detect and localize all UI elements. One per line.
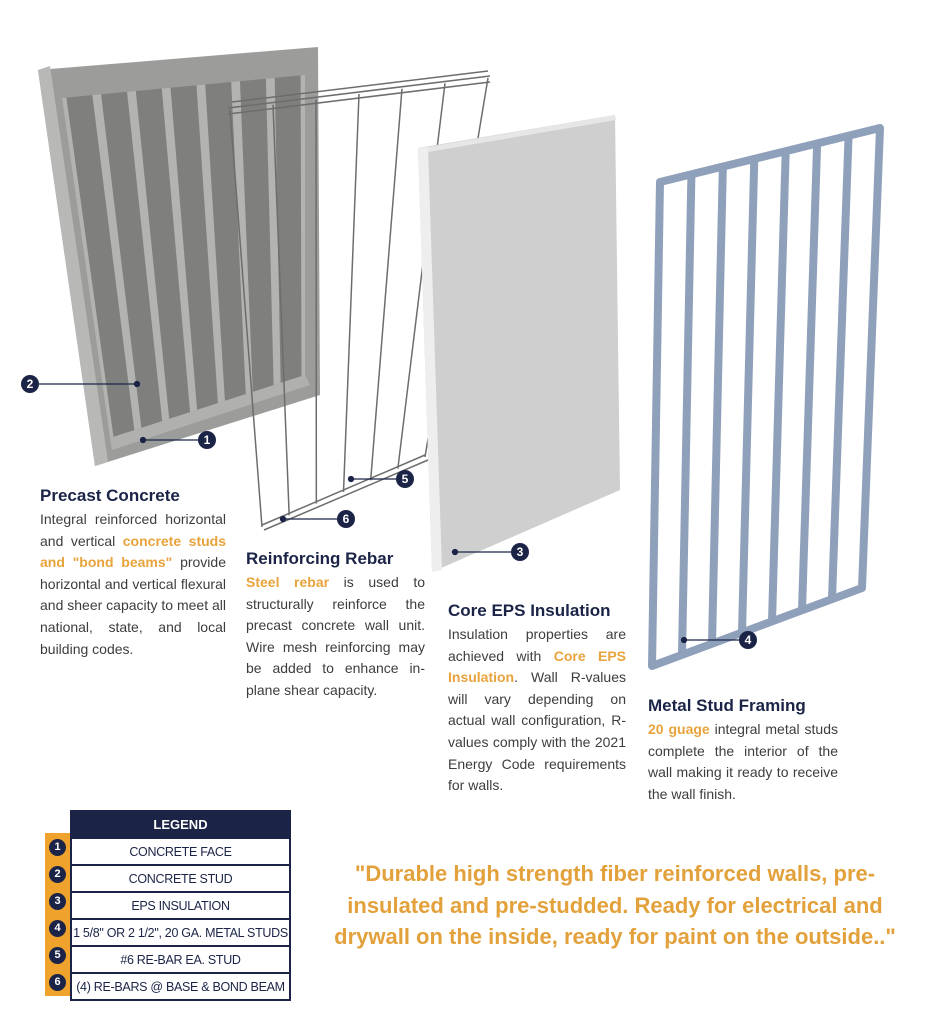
legend-number-strip <box>45 833 70 996</box>
legend-number: 2 <box>49 866 66 883</box>
rebar-cage <box>227 70 491 531</box>
metal-stud <box>828 135 853 600</box>
body-text: . Wall R-values will vary depending on a… <box>448 669 626 794</box>
legend-label: EPS INSULATION <box>70 891 291 920</box>
callout-2: 2 <box>21 375 39 393</box>
legend-title: LEGEND <box>70 810 291 839</box>
core-eps-section: Core EPS Insulation Insulation propertie… <box>448 600 626 797</box>
legend-row: CONCRETE STUD <box>70 864 291 893</box>
concrete-stud <box>127 91 170 422</box>
concrete-stud <box>62 97 114 438</box>
highlight-text: Core EPS Insulation <box>448 647 626 686</box>
concrete-stud <box>265 77 281 386</box>
rebar-vertical <box>229 109 263 528</box>
body-text: Integral reinforced horizontal and verti… <box>40 511 226 549</box>
metal-stud-section: Metal Stud Framing 20 guage integral met… <box>648 695 838 805</box>
metal-stud <box>678 174 696 655</box>
metal-stud <box>708 166 727 644</box>
concrete-stud <box>300 75 305 377</box>
concrete-panel <box>38 47 320 466</box>
legend-number: 3 <box>49 893 66 910</box>
callout-1: 1 <box>198 431 216 449</box>
callout-5: 5 <box>396 470 414 488</box>
section-title: Reinforcing Rebar <box>246 549 394 568</box>
highlight-text: Steel rebar <box>246 574 330 590</box>
legend-number: 5 <box>49 947 66 964</box>
concrete-stud <box>161 87 198 413</box>
metal-stud <box>738 158 759 633</box>
legend-label: #6 RE-BAR EA. STUD <box>70 945 291 974</box>
legend-row: 1 5/8" OR 2 1/2", 20 GA. METAL STUDS <box>70 918 291 947</box>
metal-stud <box>798 143 822 611</box>
body-text: Insulation properties are achieved with <box>448 626 626 664</box>
legend-label: 1 5/8" OR 2 1/2", 20 GA. METAL STUDS <box>70 918 291 947</box>
concrete-stud <box>92 94 142 431</box>
legend-row: CONCRETE FACE <box>70 837 291 866</box>
metal-stud-frame <box>648 124 884 670</box>
reinforcing-rebar-section: Reinforcing Rebar Steel rebar is used to… <box>246 548 425 702</box>
highlight-text: 20 guage <box>648 721 710 737</box>
callout-3: 3 <box>511 543 529 561</box>
legend-label: (4) RE-BARS @ BASE & BOND BEAM <box>70 972 291 1001</box>
body-text: integral metal studs complete the interi… <box>648 721 838 802</box>
legend-number: 4 <box>49 920 66 937</box>
concrete-stud <box>231 81 253 395</box>
section-title: Metal Stud Framing <box>648 696 806 715</box>
concrete-stud <box>196 84 225 404</box>
legend-row: #6 RE-BAR EA. STUD <box>70 945 291 974</box>
quote: "Durable high strength fiber reinforced … <box>334 861 896 949</box>
legend-row: EPS INSULATION <box>70 891 291 920</box>
rebar-vertical <box>369 88 403 481</box>
legend-label: CONCRETE STUD <box>70 864 291 893</box>
callout-leaders <box>38 380 740 644</box>
eps-insulation-panel <box>418 115 620 572</box>
section-title: Core EPS Insulation <box>448 601 611 620</box>
legend-row: (4) RE-BARS @ BASE & BOND BEAM <box>70 972 291 1001</box>
rebar-vertical <box>272 104 290 516</box>
legend-label: CONCRETE FACE <box>70 837 291 866</box>
body-text: provide horizontal and vertical flexural… <box>40 554 226 657</box>
body-text: is used to structurally reinforce the pr… <box>246 574 425 698</box>
legend-number: 6 <box>49 974 66 991</box>
callout-6: 6 <box>337 510 355 528</box>
highlight-text: concrete studs and "bond beams" <box>40 532 226 571</box>
metal-stud <box>768 151 790 622</box>
callout-4: 4 <box>739 631 757 649</box>
legend-number: 1 <box>49 839 66 856</box>
section-title: Precast Concrete <box>40 486 180 505</box>
precast-concrete-section: Precast Concrete Integral reinforced hor… <box>40 485 226 660</box>
rebar-vertical <box>342 93 360 493</box>
